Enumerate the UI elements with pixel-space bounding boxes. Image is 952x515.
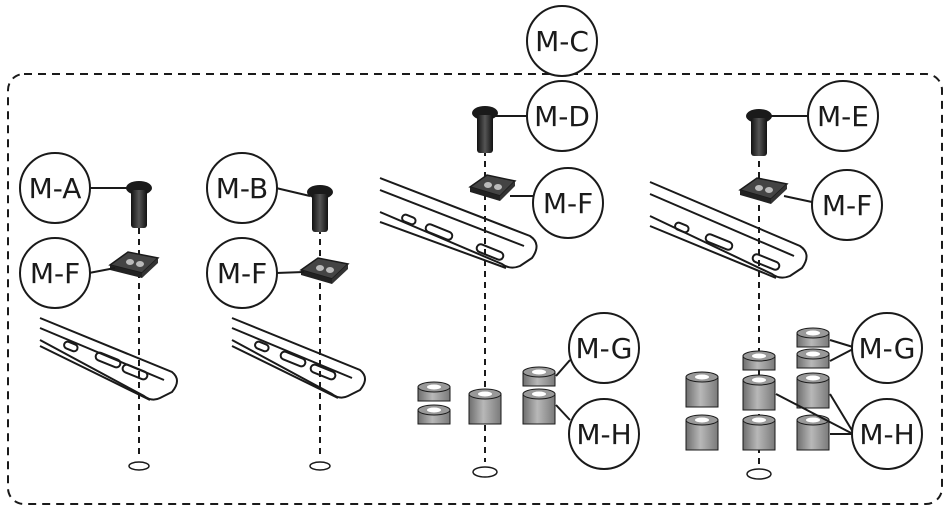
spacer-short (417, 404, 451, 425)
label-e-text: M-E (817, 100, 869, 133)
label-b-callout: M-B (206, 152, 278, 224)
spacer-short (417, 381, 451, 402)
screw (746, 109, 772, 156)
spacer-tall (742, 374, 776, 411)
panel-4: M-E M-F M-G M-H (649, 80, 923, 480)
label-d-text: M-D (534, 100, 590, 133)
label-f-callout-2: M-F (206, 237, 278, 309)
label-h-callout-1: M-H (568, 398, 640, 470)
label-f-text-1: M-F (30, 257, 80, 290)
label-f-callout-3: M-F (532, 167, 604, 239)
label-f-text-4: M-F (822, 189, 872, 222)
rail (231, 317, 366, 399)
spacer-tall (796, 414, 830, 451)
spacer-short (742, 350, 776, 371)
spacer-short (796, 327, 830, 348)
screw (472, 106, 498, 153)
spacer-tall (742, 414, 776, 451)
spacer-tall (796, 372, 830, 409)
label-b-text: M-B (216, 172, 268, 205)
label-a-text: M-A (29, 172, 82, 205)
washer-plate (738, 177, 789, 204)
label-e-callout: M-E (807, 80, 879, 152)
washer-plate (299, 257, 350, 284)
panel-1: M-A M-F (19, 152, 178, 471)
label-h-callout-2: M-H (851, 398, 923, 470)
label-f-callout-1: M-F (19, 237, 91, 309)
spacer-short (522, 366, 556, 387)
label-d-callout: M-D (526, 80, 598, 152)
spacer-tall (685, 414, 719, 451)
screw (126, 181, 152, 228)
label-f-text-3: M-F (543, 187, 593, 220)
rail (649, 181, 808, 279)
group-border (7, 73, 943, 505)
label-a-callout: M-A (19, 152, 91, 224)
label-g-text-2: M-G (859, 332, 916, 365)
spacer-tall (685, 371, 719, 408)
label-g-text-1: M-G (576, 332, 633, 365)
screw (307, 185, 333, 232)
label-g-callout-2: M-G (851, 312, 923, 384)
washer-plate (108, 251, 160, 278)
rail (39, 317, 178, 401)
rail (379, 177, 538, 269)
panel-3: M-D M-F M-G M-H (379, 80, 640, 478)
label-h-text-1: M-H (576, 418, 631, 451)
panel-2: M-B M-F (206, 152, 366, 471)
label-f-callout-4: M-F (811, 169, 883, 241)
washer-plate (468, 174, 517, 201)
spacer-tall (468, 388, 502, 425)
label-top-text: M-C (535, 25, 589, 58)
spacer-short (796, 348, 830, 369)
label-f-text-2: M-F (217, 257, 267, 290)
label-h-text-2: M-H (859, 418, 914, 451)
spacer-tall (522, 388, 556, 425)
label-top-callout: M-C (526, 5, 598, 77)
label-g-callout-1: M-G (568, 312, 640, 384)
